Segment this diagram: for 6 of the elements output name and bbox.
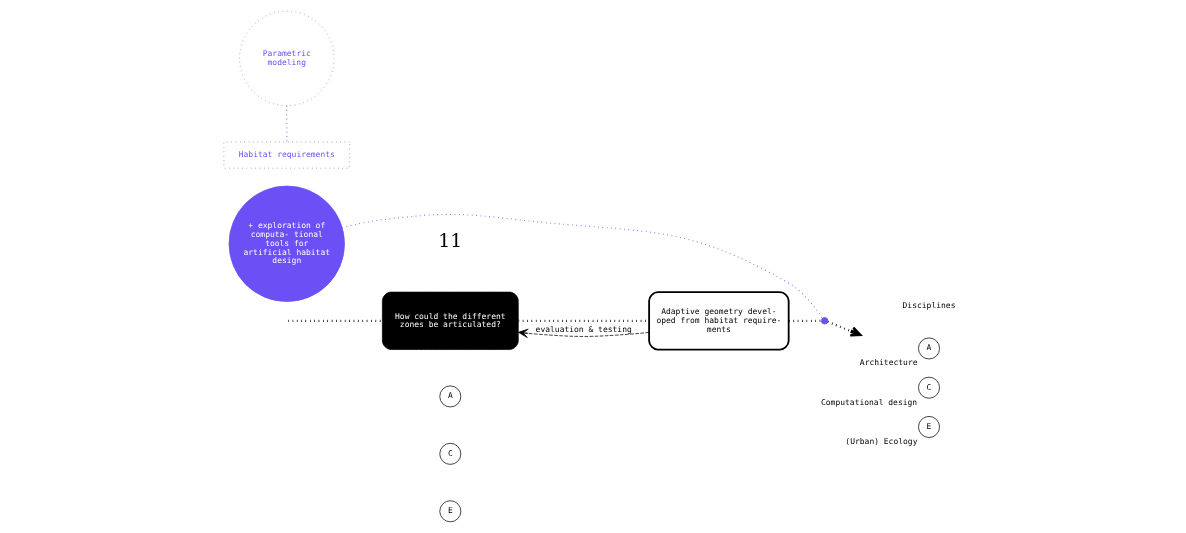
connector <box>288 319 383 322</box>
connector <box>518 319 649 322</box>
arrow <box>518 328 650 338</box>
node-label: 11 <box>438 228 463 251</box>
node-circle <box>821 317 829 325</box>
connector <box>341 213 823 319</box>
